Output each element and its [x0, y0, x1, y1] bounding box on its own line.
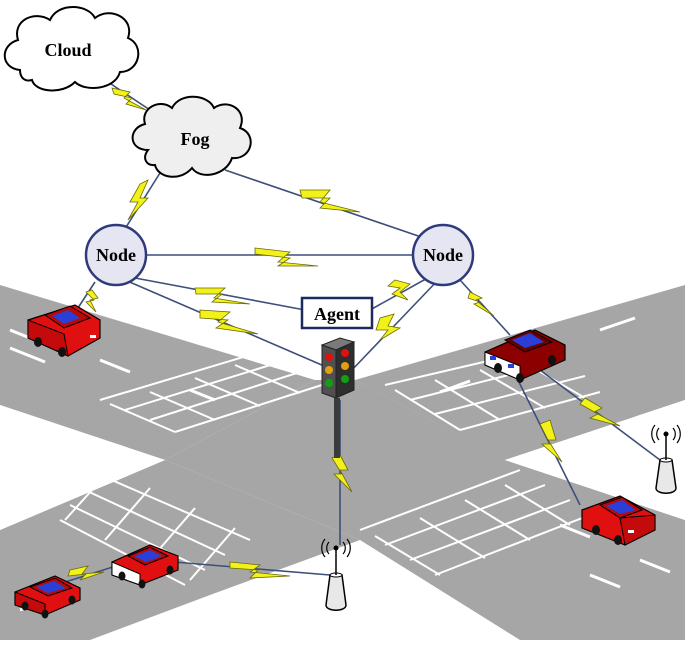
fog-node: Fog: [131, 95, 252, 178]
wireless-link-icon: [67, 565, 105, 581]
wireless-link-icon: [199, 309, 259, 335]
node-left: Node: [84, 223, 148, 287]
antenna-tower-icon: [651, 424, 681, 494]
agent-label: Agent: [314, 304, 360, 324]
car-icon: [27, 304, 101, 357]
wireless-link-icon: [229, 561, 291, 579]
cloud-icon: [3, 6, 140, 92]
cloud-label: Cloud: [44, 40, 91, 60]
car-northeast: [484, 329, 566, 383]
antenna-right: [651, 424, 681, 494]
agent-box: Agent: [300, 296, 374, 330]
wireless-link-icon: [254, 247, 319, 267]
wireless-link-icon: [194, 287, 251, 305]
fog-label: Fog: [181, 129, 210, 149]
traffic-light-icon: [320, 337, 356, 458]
wireless-link-icon: [111, 87, 147, 111]
wireless-link-icon: [299, 189, 361, 213]
antenna-bottom: [321, 538, 351, 611]
car-icon: [14, 575, 81, 619]
wireless-link-icon: [387, 279, 411, 301]
road-southwest: [0, 460, 360, 640]
antenna-tower-icon: [321, 538, 351, 611]
wireless-link-icon: [85, 289, 99, 313]
car-southwest-front: [14, 575, 81, 619]
wireless-link-icon: [539, 419, 563, 463]
car-icon: [484, 329, 566, 383]
car-southeast: [581, 495, 656, 546]
wireless-link-icon: [375, 313, 402, 341]
cloud-node: Cloud: [3, 6, 140, 92]
node-circle-icon: [411, 223, 475, 287]
car-icon: [581, 495, 656, 546]
lightning-bolts: [67, 87, 621, 581]
node-right: Node: [411, 223, 475, 287]
wireless-link-icon: [127, 179, 149, 221]
car-icon: [111, 544, 179, 589]
wireless-links: [39, 69, 661, 591]
wireless-link-icon: [467, 291, 495, 317]
wireless-link-icon: [579, 397, 621, 427]
wireless-link-icon: [331, 454, 353, 493]
fog-cloud-icon: [131, 95, 252, 178]
node-circle-icon: [84, 223, 148, 287]
node-right-label: Node: [423, 245, 463, 265]
car-southwest-middle: [111, 544, 179, 589]
node-left-label: Node: [96, 245, 136, 265]
car-northwest: [27, 304, 101, 357]
